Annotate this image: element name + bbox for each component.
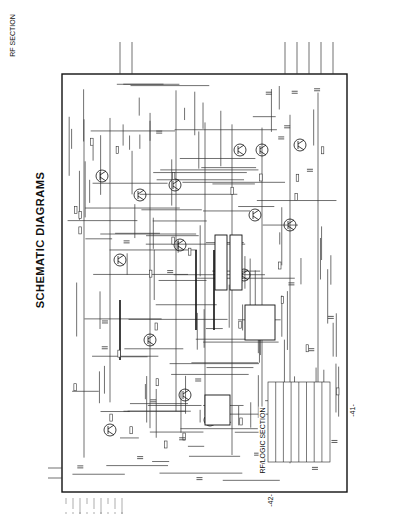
capacitor-symbol (288, 283, 294, 285)
capacitor-symbol (150, 400, 156, 402)
resistor-symbol (110, 414, 113, 421)
page-number: -42- (267, 493, 274, 507)
resistor-symbol (172, 237, 175, 244)
resistor-symbol (231, 187, 234, 194)
page-number: -41- (349, 403, 356, 417)
resistor-symbol (149, 270, 152, 277)
capacitor-symbol (284, 126, 290, 128)
capacitor-symbol (167, 271, 173, 273)
section-label: RF/LOGIC SECTION (259, 406, 266, 474)
capacitor-symbol (124, 241, 130, 243)
resistor-symbol (240, 418, 243, 425)
wiring (48, 42, 339, 480)
resistor-symbol (91, 138, 94, 145)
capacitor-symbol (179, 438, 185, 440)
resistor-symbol (260, 174, 263, 181)
capacitor-symbol (196, 478, 202, 480)
resistor-symbol (116, 147, 119, 154)
section-label: RF SECTION (9, 13, 16, 57)
capacitor-symbol (102, 321, 108, 323)
notes-lines (66, 498, 122, 514)
capacitor-symbol (308, 349, 314, 351)
capacitor-symbol (314, 89, 320, 91)
capacitor-symbol (266, 92, 272, 94)
ic-block (245, 305, 275, 340)
resistor-symbol (79, 211, 82, 218)
transistor-symbol (104, 424, 116, 436)
page-title: SCHEMATIC DIAGRAMS (34, 172, 46, 309)
transistor-symbol (234, 144, 246, 156)
notes-table (268, 382, 330, 462)
ic-block (215, 235, 227, 290)
capacitor-symbol (102, 347, 108, 349)
transistor-symbol (179, 389, 191, 401)
capacitor-symbol (292, 91, 298, 93)
resistor-symbol (155, 323, 158, 330)
transistor-symbol (174, 239, 186, 251)
resistor-symbol (239, 321, 242, 328)
transistor-symbol (169, 179, 181, 191)
ic-block (205, 395, 230, 425)
transistor-symbol (284, 219, 296, 231)
transistor-symbol (249, 209, 261, 221)
resistor-symbol (79, 227, 82, 234)
resistor-symbol (183, 433, 186, 440)
resistor-symbol (279, 262, 282, 269)
resistor-symbol (118, 350, 121, 357)
ic-block (230, 235, 242, 290)
resistor-symbol (165, 441, 168, 448)
resistor-symbol (156, 379, 159, 386)
capacitor-symbol (312, 467, 318, 469)
transistor-symbol (256, 144, 268, 156)
transistor-symbol (294, 139, 306, 151)
capacitor-symbol (77, 466, 83, 468)
resistor-symbol (306, 345, 309, 352)
transistor-symbol (96, 170, 108, 182)
transistor-symbol (114, 254, 126, 266)
resistor-symbol (172, 173, 175, 180)
resistor-symbol (74, 384, 77, 391)
capacitor-symbol (156, 131, 162, 133)
resistor-symbol (295, 193, 298, 200)
capacitor-symbol (328, 316, 334, 318)
transistor-symbol (144, 334, 156, 346)
capacitor-symbol (137, 457, 143, 459)
resistor-symbol (321, 147, 324, 154)
capacitor-symbol (307, 169, 313, 171)
resistor-symbol (281, 296, 284, 303)
resistor-symbol (296, 174, 299, 181)
transistor-symbol (134, 189, 146, 201)
capacitor-symbol (195, 379, 201, 381)
resistor-symbol (130, 427, 133, 434)
resistor-symbol (75, 207, 78, 214)
capacitor-symbol (331, 440, 337, 442)
schematic-frame (62, 74, 347, 492)
capacitor-symbol (278, 137, 284, 139)
resistor-symbol (188, 248, 191, 255)
resistor-symbol (336, 388, 339, 395)
separator-line (195, 250, 197, 330)
